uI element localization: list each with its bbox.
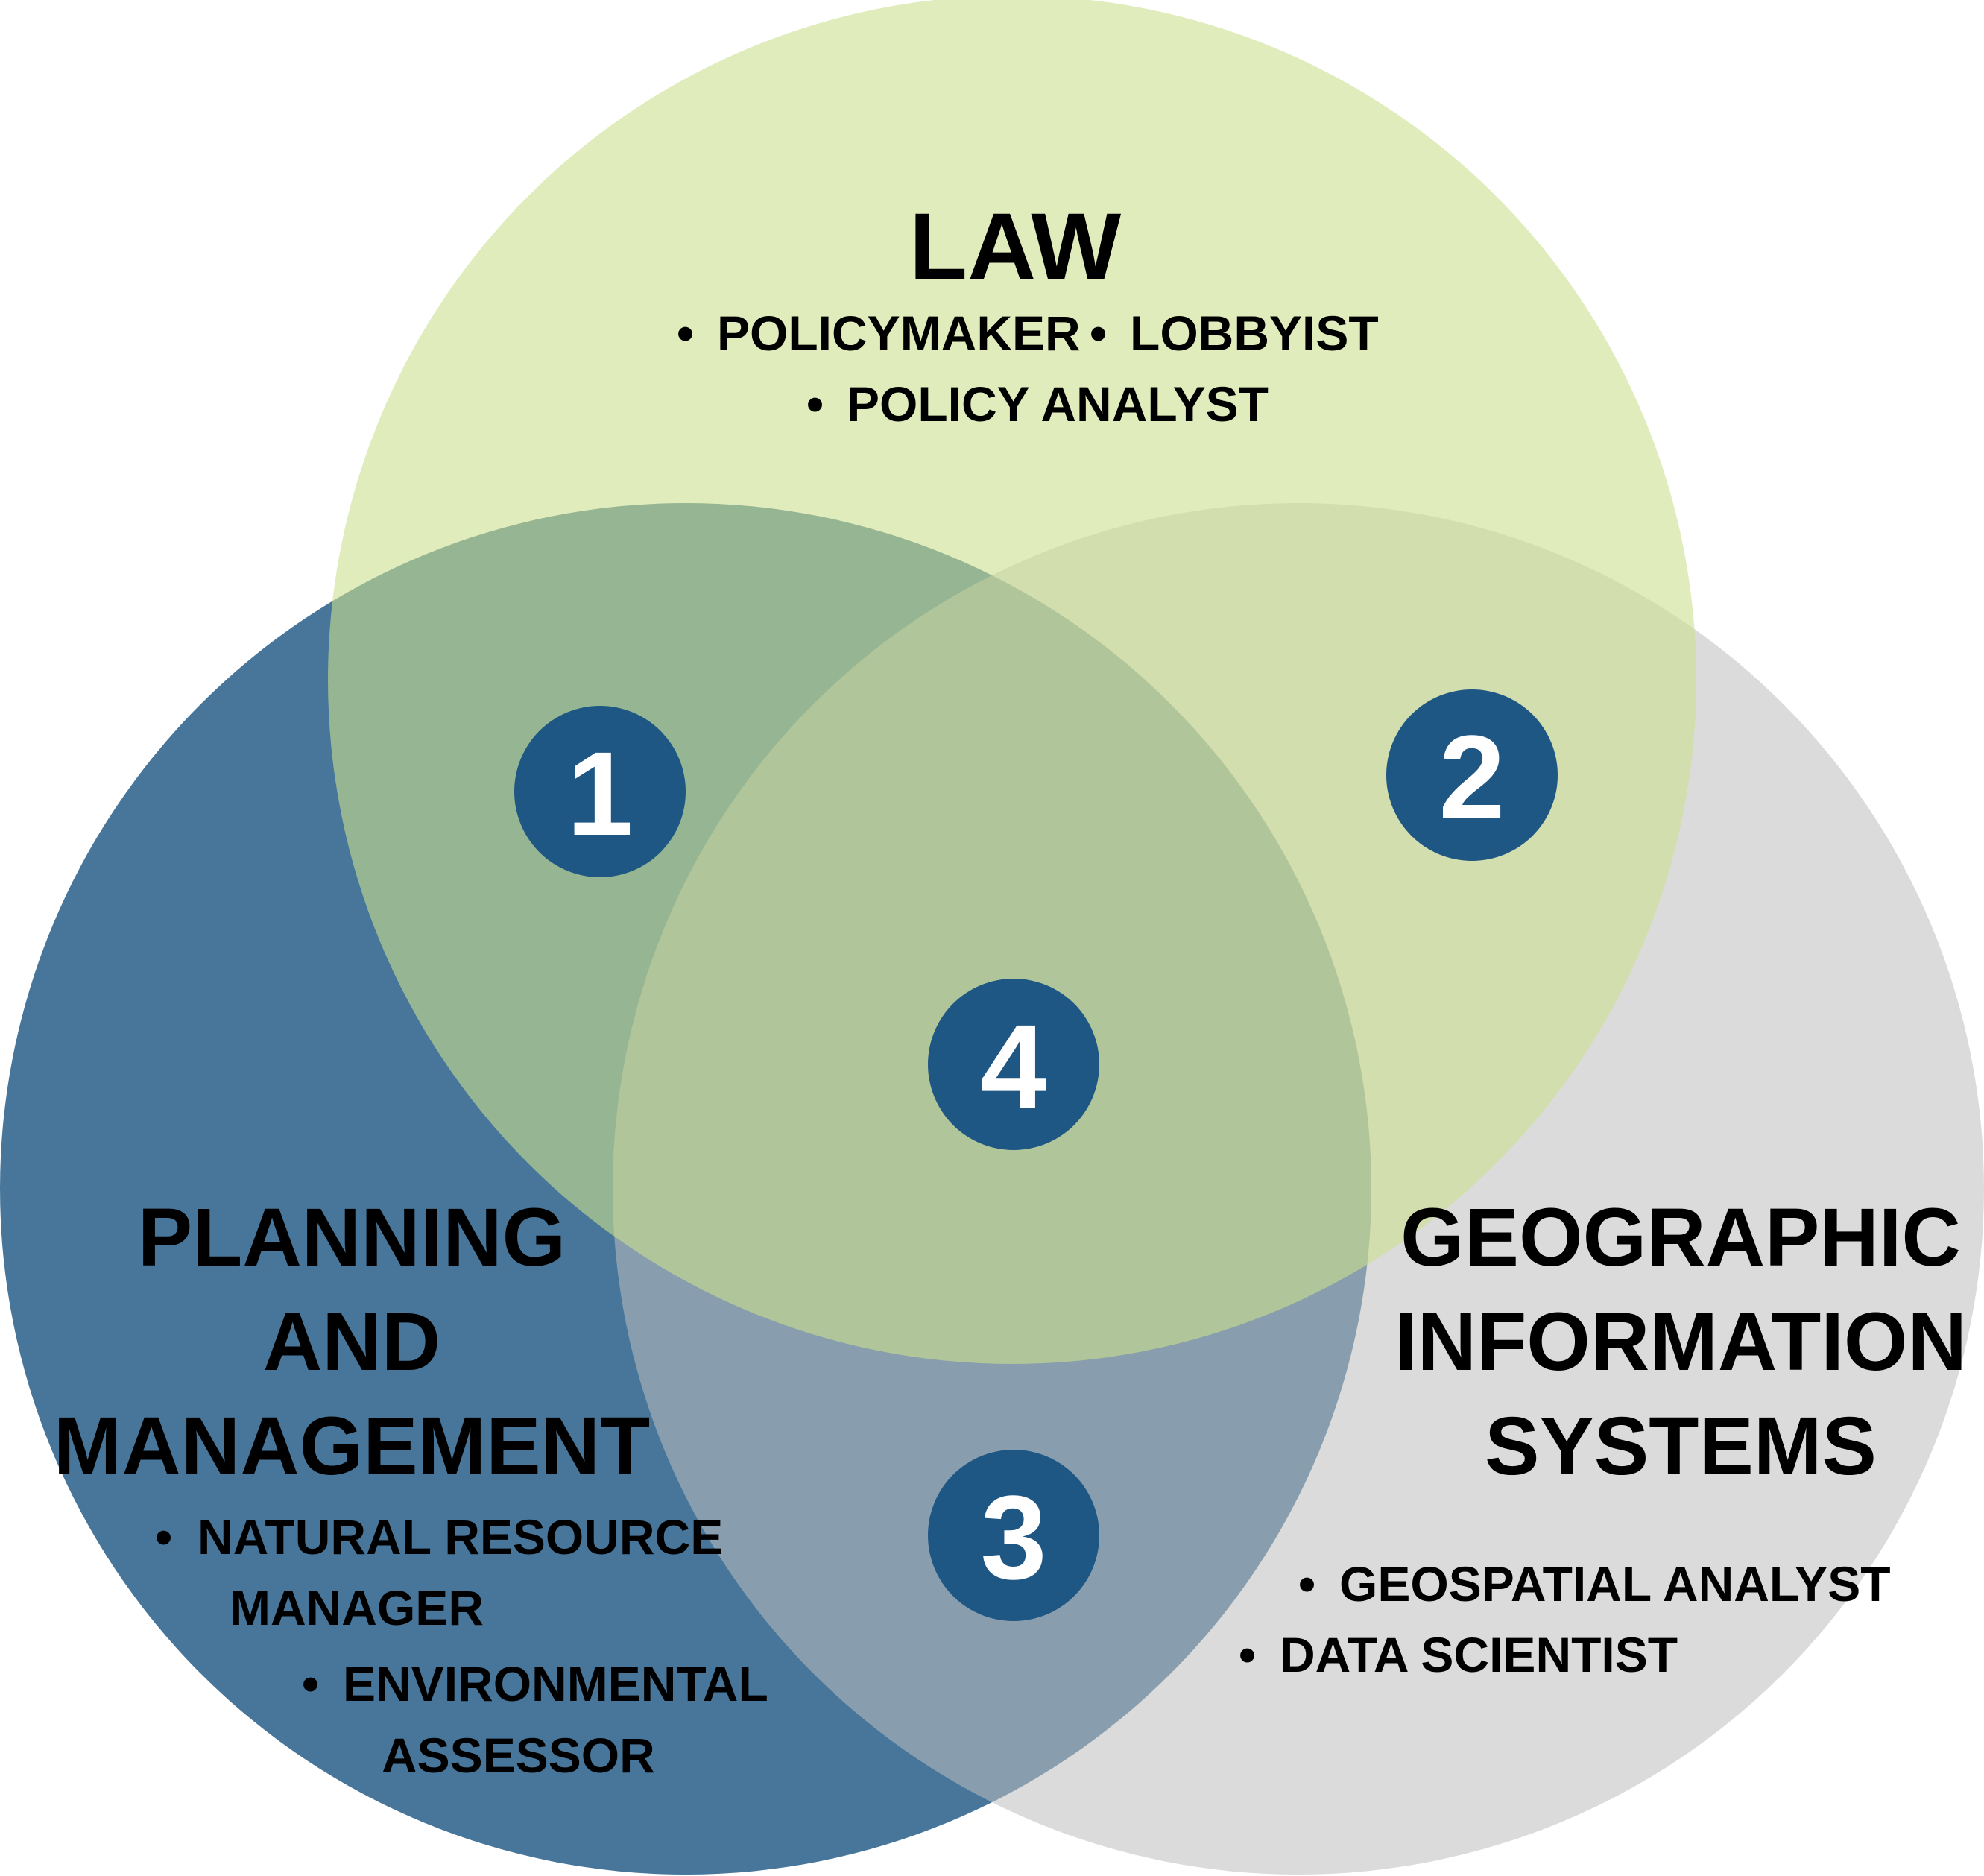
badge-circle <box>928 979 1099 1150</box>
bullet: • <box>155 1509 172 1564</box>
region-badge-4: 4 <box>928 979 1099 1150</box>
planning-role-environmental-assessor: • ENVIRONMENTAL ASSESSOR <box>302 1656 768 1783</box>
gis-title-line-1: GEOGRAPHIC <box>1400 1192 1961 1283</box>
gis-role-data-scientist: • DATA SCIENTIST <box>1239 1627 1678 1682</box>
role-label: ENVIRONMENTAL <box>343 1656 768 1711</box>
bullet: • <box>1298 1556 1315 1611</box>
badge-number: 2 <box>1439 710 1506 844</box>
gis-role-geospatial-analyst: • GEOSPATIAL ANALYST <box>1298 1556 1891 1611</box>
role-label-continued: ASSESSOR <box>382 1728 655 1783</box>
region-badge-2: 2 <box>1386 689 1558 861</box>
role-label: POLICY ANALYST <box>847 376 1269 432</box>
planning-title-line-2: AND <box>263 1296 440 1388</box>
role-label: GEOSPATIAL ANALYST <box>1339 1556 1891 1611</box>
badge-number: 4 <box>981 999 1047 1133</box>
bullet: • <box>1239 1627 1256 1682</box>
bullet: • <box>1090 306 1107 361</box>
role-label: LOBBYIST <box>1130 306 1379 361</box>
bullet: • <box>302 1656 319 1711</box>
law-title: LAW <box>909 194 1122 300</box>
planning-title-line-1: PLANNING <box>138 1192 566 1283</box>
region-badge-1: 1 <box>514 706 686 877</box>
badge-circle <box>514 706 686 877</box>
law-role-policymaker: • POLICYMAKER <box>677 306 1081 361</box>
gis-title-line-2: INFORMATION <box>1394 1296 1967 1388</box>
planning-role-natural-resource-manager: • NATURAL RESOURCE MANAGER <box>155 1509 723 1635</box>
law-circle <box>328 0 1696 1364</box>
law-role-policy-analyst: • POLICY ANALYST <box>806 376 1269 432</box>
planning-title-line-3: MANAGEMENT <box>54 1400 651 1492</box>
role-label: DATA SCIENTIST <box>1280 1627 1678 1682</box>
bullet: • <box>677 306 694 361</box>
badge-number: 1 <box>567 727 634 860</box>
badge-number: 3 <box>981 1471 1047 1604</box>
badge-circle <box>1386 689 1558 861</box>
gis-title-line-3: SYSTEMS <box>1485 1400 1877 1492</box>
badge-circle <box>928 1450 1099 1621</box>
role-label: NATURAL RESOURCE <box>198 1509 723 1564</box>
role-label: POLICYMAKER <box>717 306 1081 361</box>
role-label-continued: MANAGER <box>230 1580 484 1635</box>
law-role-lobbyist: • LOBBYIST <box>1090 306 1379 361</box>
region-badge-3: 3 <box>928 1450 1099 1621</box>
bullet: • <box>806 376 824 432</box>
